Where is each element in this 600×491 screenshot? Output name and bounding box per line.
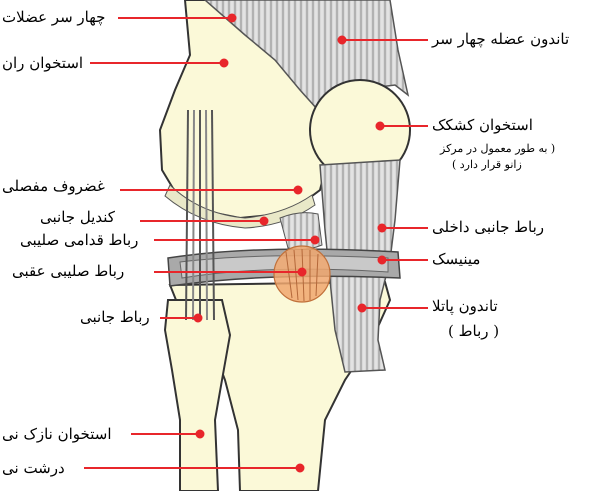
pointer-lines: [84, 13, 428, 473]
label-medial-collateral: رباط جانبی داخلی: [432, 218, 545, 236]
label-quad-tendon: تاندون عضله چهار سر: [432, 30, 570, 48]
label-patella-note-2: زانو قرار دارد ): [452, 158, 522, 171]
label-pcl: رباط صلیبی عقبی: [12, 262, 125, 280]
lateral-collateral-ligament: [185, 109, 215, 321]
label-patellar-tendon-note: ( رباط ): [448, 322, 500, 340]
label-meniscus: مینیسک: [432, 250, 481, 268]
label-patellar-tendon: تاندون پاتلا: [432, 297, 498, 315]
label-femur: استخوان ران: [2, 54, 84, 72]
label-quadriceps: چهار سر عضلات: [2, 8, 106, 26]
label-tibia: درشت نی: [2, 459, 65, 477]
fibula-bone: [163, 299, 232, 491]
label-cartilage: غضروف مفصلی: [2, 177, 105, 195]
label-patella: استخوان کشکک: [432, 116, 533, 134]
label-condyle: کندیل جانبی: [40, 208, 115, 226]
label-acl: رباط قدامی صلیبی: [20, 231, 139, 249]
label-patella-note-1: ( به طور معمول در مرکز: [440, 142, 556, 155]
label-fibula: استخوان نازک نی: [2, 425, 112, 443]
label-lateral-collateral: رباط جانبی: [80, 308, 150, 326]
